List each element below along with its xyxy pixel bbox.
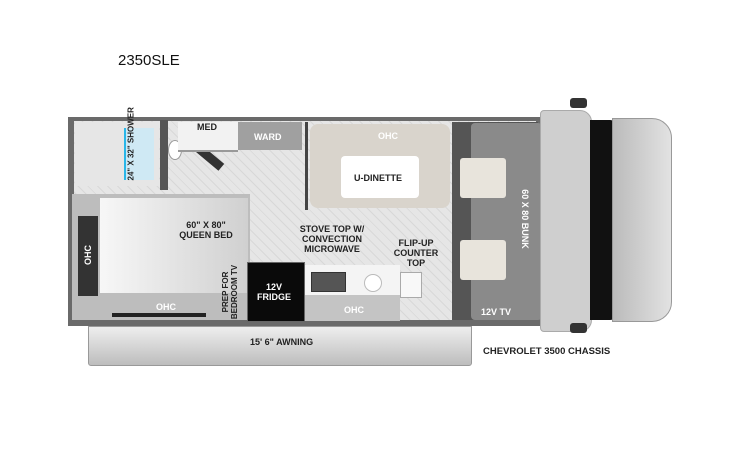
flip-up-label: FLIP-UP COUNTER TOP [393,238,439,268]
prep-tv-label: PREP FOR BEDROOM TV [221,264,239,320]
ward-label: WARD [254,132,282,142]
awning-label: 15' 6" AWNING [250,337,314,347]
windshield [590,120,616,320]
shower-pan [124,128,154,180]
dinette-ohc-label: OHC [378,131,398,141]
fridge [247,262,305,322]
mirror-right [570,323,587,333]
ohc-side [78,216,98,296]
med-label: MED [197,122,217,132]
med-cabinet [178,122,238,152]
stove-top [311,272,346,292]
dinette-label: U-DINETTE [354,173,402,183]
wardrobe [238,122,302,150]
dinette-table [341,156,419,198]
queen-bed [100,198,248,293]
dinette-wall [305,122,308,210]
kitchen-ohc-label: OHC [344,305,364,315]
bunk [471,123,542,320]
shower-label: 24" X 32" SHOWER [126,107,136,181]
ohc-side-label: OHC [83,245,93,265]
ohc-bottom-bar [112,313,206,317]
stove-label: STOVE TOP W/ CONVECTION MICROWAVE [299,224,365,254]
mirror-left [570,98,587,108]
chassis-label: CHEVROLET 3500 CHASSIS [483,346,611,357]
awning [88,326,472,366]
sink [364,274,382,292]
hood [612,118,672,322]
fridge-label: 12V FRIDGE [256,282,291,302]
bath-wall [160,120,168,190]
tv-label: 12V TV [481,307,512,317]
passenger-seat [460,240,506,280]
driver-seat [460,158,506,198]
flip-up-counter [400,272,422,298]
model-title: 2350SLE [118,52,180,69]
queen-bed-label: 60" X 80" QUEEN BED [179,220,233,240]
bunk-label: 60 X 80 BUNK [520,189,530,249]
ohc-bottom-label: OHC [156,302,176,312]
cab-roof [540,110,592,332]
